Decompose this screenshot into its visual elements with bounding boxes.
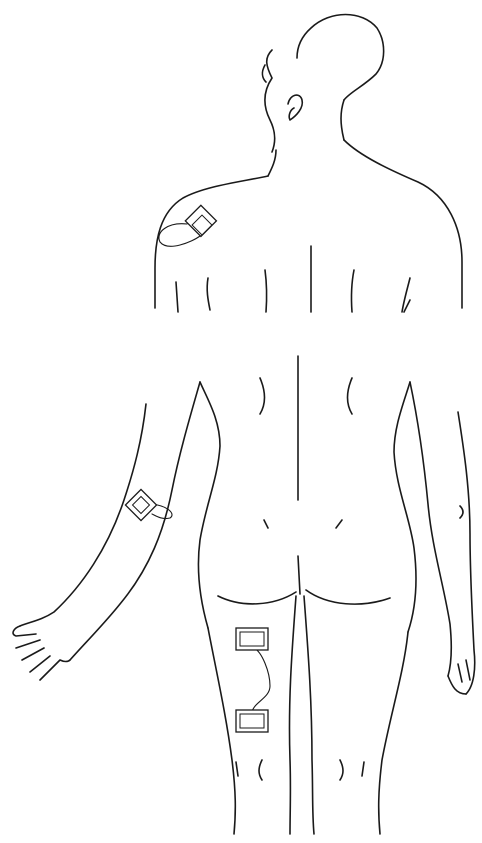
left-knee-line-1 — [236, 762, 238, 776]
left-torso-outline — [198, 382, 220, 628]
left-back-line — [265, 270, 267, 312]
right-dimple — [336, 520, 342, 528]
right-arm-inner — [410, 382, 451, 676]
lower-body-figure — [13, 356, 475, 834]
right-inner-arm-line — [404, 300, 410, 312]
right-hand-outline — [448, 660, 470, 694]
right-shoulder-outline — [344, 140, 462, 308]
left-inner-arm-line — [176, 282, 178, 312]
left-lumbar-line — [260, 378, 265, 414]
left-shoulder-outline — [155, 176, 268, 308]
thigh-upper-electrode-gel — [240, 632, 264, 646]
face-profile-line — [262, 65, 266, 82]
ear-outline — [288, 95, 302, 120]
head-outline — [265, 15, 384, 153]
left-dimple — [264, 520, 268, 528]
right-torso-outline — [394, 382, 416, 632]
left-hand-outline — [13, 626, 70, 680]
gluteal-cleft — [298, 556, 300, 594]
left-leg-outer — [208, 628, 235, 834]
right-leg-outer — [379, 632, 408, 834]
thigh-electrode-wire — [252, 648, 270, 712]
right-lumbar-line — [348, 378, 353, 414]
thigh-lower-electrode-gel — [240, 714, 264, 728]
left-knee-line-2 — [259, 760, 262, 780]
right-back-line — [351, 270, 354, 312]
right-leg-inner — [304, 596, 314, 834]
right-knee-line-2 — [362, 762, 364, 776]
left-arm-inner — [70, 382, 200, 660]
thigh-electrodes — [236, 628, 270, 732]
neck-left — [268, 150, 276, 176]
left-leg-inner — [289, 596, 296, 834]
right-knee-line-1 — [340, 760, 343, 780]
right-elbow-line — [460, 506, 463, 518]
left-scapula-line — [207, 278, 210, 310]
neck-right — [341, 100, 344, 140]
upper-back-figure — [155, 15, 462, 313]
right-arm-outer — [458, 412, 475, 694]
left-arm-outer — [20, 404, 146, 626]
